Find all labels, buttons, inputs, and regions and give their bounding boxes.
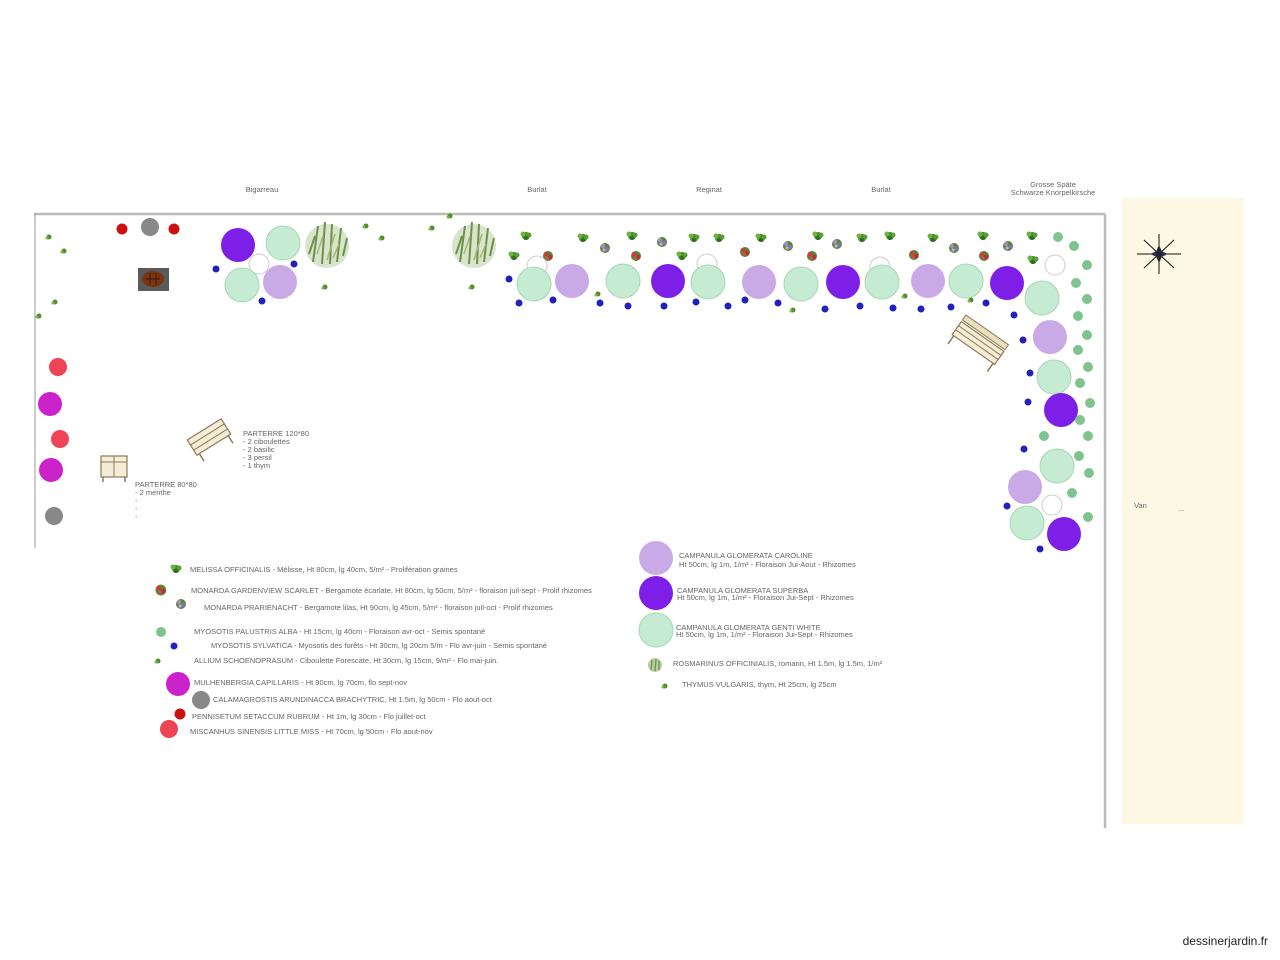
side-zone bbox=[1122, 198, 1244, 824]
legend-left-text: MONARDA GARDENVIEW SCARLET - Bergamote é… bbox=[191, 586, 592, 595]
legend-left: MELISSA OFFICINALIS - Mélisse, Ht 80cm, … bbox=[154, 564, 592, 738]
legend-right-name: CAMPANULA GLOMERATA CAROLINE bbox=[679, 551, 813, 560]
legend-right-name: CAMPANULA GLOMERATA GENTI WHITE bbox=[676, 623, 821, 632]
legend-symbol-myosotis-alba bbox=[156, 627, 166, 637]
legend-left-text: CALAMAGROSTIS ARUNDINACCA BRACHYTRIC, Ht… bbox=[213, 695, 493, 704]
parterre-80-line: - bbox=[135, 496, 138, 505]
site-credit: dessinerjardin.fr bbox=[1182, 934, 1268, 948]
shrub-rosmarinus bbox=[305, 221, 349, 268]
campanula-column-right bbox=[1008, 280, 1081, 551]
legend-symbol-campanula-caroline bbox=[639, 541, 673, 575]
campanula-row-top bbox=[516, 253, 1066, 302]
legend-right-name: ROSMARINUS OFFICINIALIS, romarin, Ht 1.5… bbox=[673, 659, 883, 668]
legend-symbol-monarda-lilac bbox=[176, 599, 186, 609]
side-zone-label: Van bbox=[1134, 501, 1147, 510]
legend-symbol-melissa bbox=[170, 564, 182, 573]
tree-label-burlat-1: Burlat bbox=[527, 185, 548, 194]
legend-symbol-allium bbox=[154, 658, 161, 664]
legend-left-text: ALLIUM SCHOENOPRASUM - Ciboulette Foresc… bbox=[194, 656, 498, 665]
plant-mulhenbergia bbox=[38, 392, 62, 416]
plant-pennisetum bbox=[168, 223, 180, 235]
parterre-80-line: - 2 menthe bbox=[135, 488, 171, 497]
legend-right-detail: Ht 50cm, lg 1m, 1/m² - Floraison Jui-Sep… bbox=[676, 630, 853, 639]
legend-left-text: MYOSOTIS SYLVATICA - Myosotis des forêts… bbox=[211, 641, 547, 650]
parterre-80-line: - bbox=[135, 512, 138, 521]
legend-symbol-rosmarinus bbox=[648, 658, 662, 672]
garden-bench-icon bbox=[947, 314, 1010, 372]
plant-mulhenbergia bbox=[39, 458, 63, 482]
legend-symbol-campanula-superba bbox=[639, 576, 673, 610]
shrub-rosmarinus bbox=[452, 221, 496, 268]
plant-calamagrostis bbox=[45, 507, 63, 525]
tree-label-burlat-2: Burlat bbox=[871, 185, 892, 194]
legend-right-detail: Ht 50cm, lg 1m, 1/m² - Floraison Jui-Aou… bbox=[679, 560, 856, 569]
legend-right-name: CAMPANULA GLOMERATA SUPERBA bbox=[677, 586, 808, 595]
legend-symbol-thymus bbox=[661, 683, 668, 689]
plant-miscanthus bbox=[49, 358, 67, 376]
parterre-80-title: PARTERRE 80*80 bbox=[135, 480, 197, 489]
legend-symbol-mulhenbergia bbox=[166, 672, 190, 696]
parterre-120-title: PARTERRE 120*80 bbox=[243, 429, 309, 438]
plant-calamagrostis bbox=[141, 218, 159, 236]
tree-label-reginat: Reginat bbox=[696, 185, 723, 194]
legend-symbol-calamagrostis bbox=[192, 691, 210, 709]
legend-right: CAMPANULA GLOMERATA CAROLINE Ht 50cm, lg… bbox=[638, 541, 883, 689]
legend-right-detail: Ht 50cm, lg 1m, 1/m² - Floraison Jui-Sep… bbox=[677, 593, 854, 602]
myosotis-sylvatica-dots bbox=[505, 275, 1044, 553]
legend-symbol-miscanthus bbox=[160, 720, 178, 738]
legend-left-text: MISCANHUS SINENSIS LITTLE MISS - Ht 70cm… bbox=[190, 727, 433, 736]
legend-symbol-monarda-scarlet bbox=[155, 584, 167, 596]
parterre-80x80-icon bbox=[100, 455, 128, 482]
parterre-80-line: - bbox=[135, 504, 138, 513]
plant-pennisetum bbox=[116, 223, 128, 235]
parterre-120-line: - 2 basilic bbox=[243, 445, 275, 454]
legend-left-text: MYOSOTIS PALUSTRIS ALBA - Ht 15cm, lg 40… bbox=[194, 627, 485, 636]
plant-miscanthus bbox=[51, 430, 69, 448]
barbecue-icon bbox=[138, 268, 169, 291]
legend-left-text: MELISSA OFFICINALIS - Mélisse, Ht 80cm, … bbox=[190, 565, 458, 574]
legend-left-text: PENNISETUM SETACCUM RUBRUM - Ht 1m, lg 3… bbox=[192, 712, 427, 721]
tree-label-grosse-spate: Grosse Späte bbox=[1030, 180, 1076, 189]
legend-left-text: MULHENBERGIA CAPILLARIS - Ht 90cm, lg 70… bbox=[194, 678, 407, 687]
tree-label-schwarze: Schwarze Knorpelkirsche bbox=[1011, 188, 1096, 197]
side-zone-sublabel: ... bbox=[1178, 504, 1184, 513]
legend-left-text: MONARDA PRARIENACHT - Bergamote lilas, H… bbox=[204, 603, 553, 612]
tree-label-bigarreau: Bigarreau bbox=[246, 185, 279, 194]
myosotis-alba-dots bbox=[1039, 232, 1095, 522]
legend-symbol-campanula-white bbox=[638, 612, 674, 648]
legend-symbol-pennisetum bbox=[174, 708, 186, 720]
parterre-120-line: - 3 persil bbox=[243, 453, 272, 462]
legend-symbol-myosotis-sylvatica bbox=[170, 642, 178, 650]
parterre-120x80-icon bbox=[186, 417, 234, 462]
parterre-120-line: - 1 thym bbox=[243, 461, 270, 470]
legend-right-name: THYMUS VULGARIS, thym, Ht 25cm, lg 25cm bbox=[682, 680, 837, 689]
campanula-group-left bbox=[212, 225, 301, 305]
compass-rose-icon bbox=[1137, 234, 1181, 274]
parterre-120-line: - 2 ciboulettes bbox=[243, 437, 290, 446]
